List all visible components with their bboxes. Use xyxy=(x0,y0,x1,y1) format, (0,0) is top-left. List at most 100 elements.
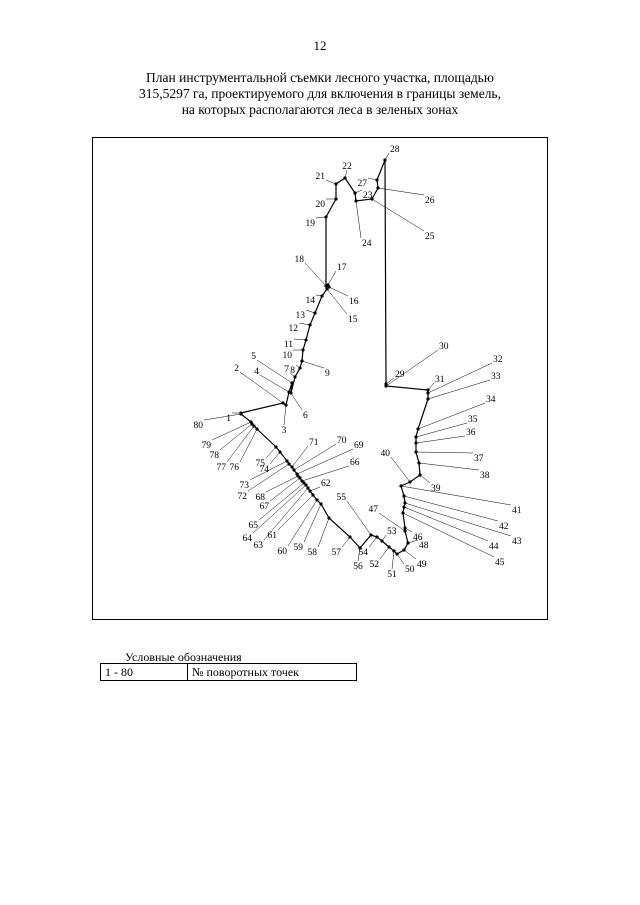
vertex-label-26: 26 xyxy=(425,196,435,206)
vertex-label-56: 56 xyxy=(353,562,363,572)
vertex-label-54: 54 xyxy=(359,548,369,558)
vertex-label-28: 28 xyxy=(390,145,400,155)
vertex-23 xyxy=(353,191,357,195)
vertex-74 xyxy=(278,450,282,454)
vertex-label-58: 58 xyxy=(308,548,318,558)
vertex-label-68: 68 xyxy=(256,493,266,503)
vertex-label-7: 7 xyxy=(284,365,289,375)
vertex-3 xyxy=(284,403,288,407)
vertex-label-29: 29 xyxy=(395,370,405,380)
leader-line-30 xyxy=(385,349,439,387)
vertex-label-23: 23 xyxy=(363,191,373,201)
vertex-label-22: 22 xyxy=(342,162,352,172)
leader-line-34 xyxy=(417,402,486,430)
leader-line-41 xyxy=(400,485,512,506)
vertex-27 xyxy=(375,178,379,182)
vertex-46 xyxy=(403,526,407,530)
vertex-label-63: 63 xyxy=(254,541,264,551)
vertex-label-15: 15 xyxy=(348,315,358,325)
leader-line-43 xyxy=(404,502,512,537)
leader-line-44 xyxy=(403,506,489,542)
leader-line-40 xyxy=(390,456,411,483)
leader-line-32 xyxy=(427,362,493,394)
vertex-label-8: 8 xyxy=(290,366,295,376)
vertex-8 xyxy=(298,366,302,370)
vertex-65 xyxy=(302,481,306,485)
vertex-label-32: 32 xyxy=(493,355,503,365)
vertex-32 xyxy=(426,391,430,395)
leader-line-57 xyxy=(341,536,351,548)
leader-line-50 xyxy=(396,553,405,565)
vertex-label-73: 73 xyxy=(240,481,250,491)
legend-value: № поворотных точек xyxy=(187,663,357,681)
leader-line-52 xyxy=(379,546,390,560)
vertex-69 xyxy=(295,472,299,476)
vertex-label-76: 76 xyxy=(230,463,240,473)
vertex-73 xyxy=(285,459,289,463)
vertex-2 xyxy=(281,401,285,405)
vertex-33 xyxy=(426,397,430,401)
parcel-boundary xyxy=(240,159,429,555)
vertex-6 xyxy=(289,391,293,395)
vertex-48 xyxy=(406,541,410,545)
leader-line-66 xyxy=(301,465,350,482)
vertex-77 xyxy=(252,424,256,428)
leader-line-15 xyxy=(326,288,348,315)
leader-line-25 xyxy=(371,198,425,232)
vertex-26 xyxy=(376,186,380,190)
vertex-10 xyxy=(301,348,305,352)
vertex-label-10: 10 xyxy=(283,351,293,361)
vertex-label-30: 30 xyxy=(439,342,449,352)
vertex-label-12: 12 xyxy=(289,324,299,334)
vertex-62 xyxy=(308,489,312,493)
vertex-label-74: 74 xyxy=(260,465,270,475)
vertex-label-60: 60 xyxy=(278,547,288,557)
vertex-67 xyxy=(298,476,302,480)
vertex-label-53: 53 xyxy=(387,527,397,537)
vertex-45 xyxy=(401,511,405,515)
vertex-label-65: 65 xyxy=(249,521,259,531)
vertex-label-55: 55 xyxy=(337,493,347,503)
vertex-label-66: 66 xyxy=(350,458,360,468)
vertex-label-72: 72 xyxy=(238,492,248,502)
vertex-15 xyxy=(325,287,329,291)
vertex-label-52: 52 xyxy=(370,560,380,570)
leader-line-55 xyxy=(346,500,372,536)
title-line-3: на которых располагаются леса в зеленых … xyxy=(181,102,459,117)
vertex-30 xyxy=(384,384,388,388)
vertex-21 xyxy=(334,182,338,186)
vertex-label-18: 18 xyxy=(295,255,305,265)
leader-line-51 xyxy=(391,550,395,570)
vertex-label-33: 33 xyxy=(491,372,501,382)
leader-line-2 xyxy=(239,371,284,404)
vertex-28 xyxy=(383,158,387,162)
vertex-56 xyxy=(358,546,362,550)
vertex-label-6: 6 xyxy=(303,411,308,421)
leader-line-59 xyxy=(303,503,322,543)
vertex-7 xyxy=(293,375,297,379)
vertex-label-11: 11 xyxy=(284,340,293,350)
leader-line-76 xyxy=(239,428,258,463)
plan-title: План инструментальной съемки лесного уча… xyxy=(110,70,530,118)
leader-line-37 xyxy=(415,451,474,454)
vertex-57 xyxy=(348,535,352,539)
vertex-label-64: 64 xyxy=(243,534,253,544)
leader-line-74 xyxy=(269,451,281,465)
leader-line-67 xyxy=(269,477,301,502)
vertex-label-24: 24 xyxy=(362,239,372,249)
vertex-label-14: 14 xyxy=(306,296,316,306)
vertex-80 xyxy=(239,412,243,416)
vertex-50 xyxy=(395,552,399,556)
leader-line-16 xyxy=(328,286,349,297)
vertex-label-77: 77 xyxy=(217,463,227,473)
leader-line-11 xyxy=(293,338,307,341)
leader-line-64 xyxy=(252,484,307,534)
vertex-label-40: 40 xyxy=(381,449,391,459)
leader-line-5 xyxy=(256,359,293,384)
leader-line-75 xyxy=(265,446,277,459)
vertex-43 xyxy=(403,501,407,505)
vertex-42 xyxy=(402,494,406,498)
vertex-label-45: 45 xyxy=(495,558,505,568)
vertex-label-78: 78 xyxy=(210,451,220,461)
